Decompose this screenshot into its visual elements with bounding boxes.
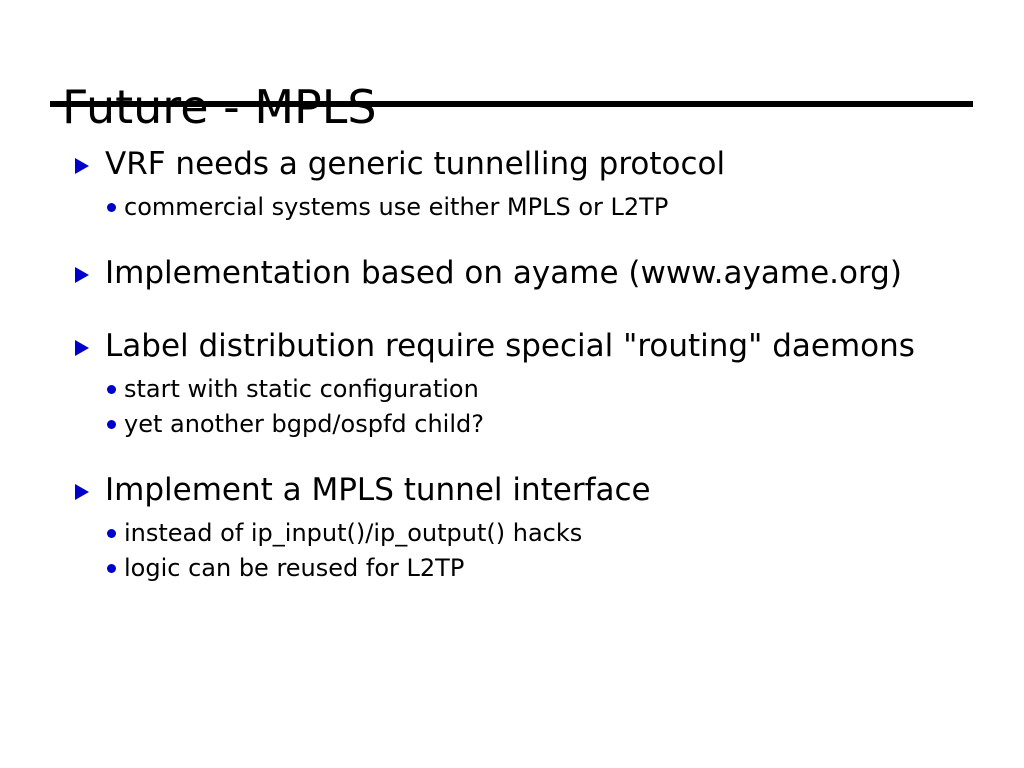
bullet-item-level1-label: Implement a MPLS tunnel interface	[105, 472, 651, 508]
bullet-item-level2-label: instead of ip_input()/ip_output() hacks	[124, 519, 583, 547]
bullet-item-level2-label: start with static configuration	[124, 375, 479, 403]
bullet-item-level1-label: Label distribution require special "rout…	[105, 328, 915, 364]
bullet-item-level2: commercial systems use either MPLS or L2…	[0, 190, 1024, 225]
round-dot-icon	[107, 203, 116, 212]
bullet-group: Label distribution require special "rout…	[0, 322, 1024, 442]
round-dot-icon	[107, 420, 116, 429]
bullet-item-level2-label: logic can be reused for L2TP	[124, 554, 465, 582]
bullet-group: Implement a MPLS tunnel interface instea…	[0, 466, 1024, 586]
round-dot-icon	[107, 564, 116, 573]
round-dot-icon	[107, 385, 116, 394]
bullet-item-level2-label: yet another bgpd/ospfd child?	[124, 410, 484, 438]
bullet-item-level1-label: Implementation based on ayame (www.ayame…	[105, 255, 902, 291]
triangle-right-icon	[75, 340, 89, 356]
bullet-item-level1-label: VRF needs a generic tunnelling protocol	[105, 146, 726, 182]
bullet-item-level1: Label distribution require special "rout…	[0, 322, 1024, 371]
bullet-item-level1: VRF needs a generic tunnelling protocol	[0, 140, 1024, 189]
slide-body: VRF needs a generic tunnelling protocol …	[0, 140, 1024, 586]
bullet-item-level2: logic can be reused for L2TP	[0, 551, 1024, 586]
triangle-right-icon	[75, 267, 89, 283]
bullet-item-level1: Implementation based on ayame (www.ayame…	[0, 249, 1024, 298]
bullet-group: VRF needs a generic tunnelling protocol …	[0, 140, 1024, 225]
bullet-item-level2-label: commercial systems use either MPLS or L2…	[124, 193, 669, 221]
bullet-item-level2: instead of ip_input()/ip_output() hacks	[0, 516, 1024, 551]
bullet-group: Implementation based on ayame (www.ayame…	[0, 249, 1024, 298]
bullet-item-level1: Implement a MPLS tunnel interface	[0, 466, 1024, 515]
round-dot-icon	[107, 529, 116, 538]
bullet-item-level2: start with static configuration	[0, 372, 1024, 407]
title-underline-rule	[50, 101, 973, 107]
triangle-right-icon	[75, 158, 89, 174]
triangle-right-icon	[75, 484, 89, 500]
bullet-item-level2: yet another bgpd/ospfd child?	[0, 407, 1024, 442]
